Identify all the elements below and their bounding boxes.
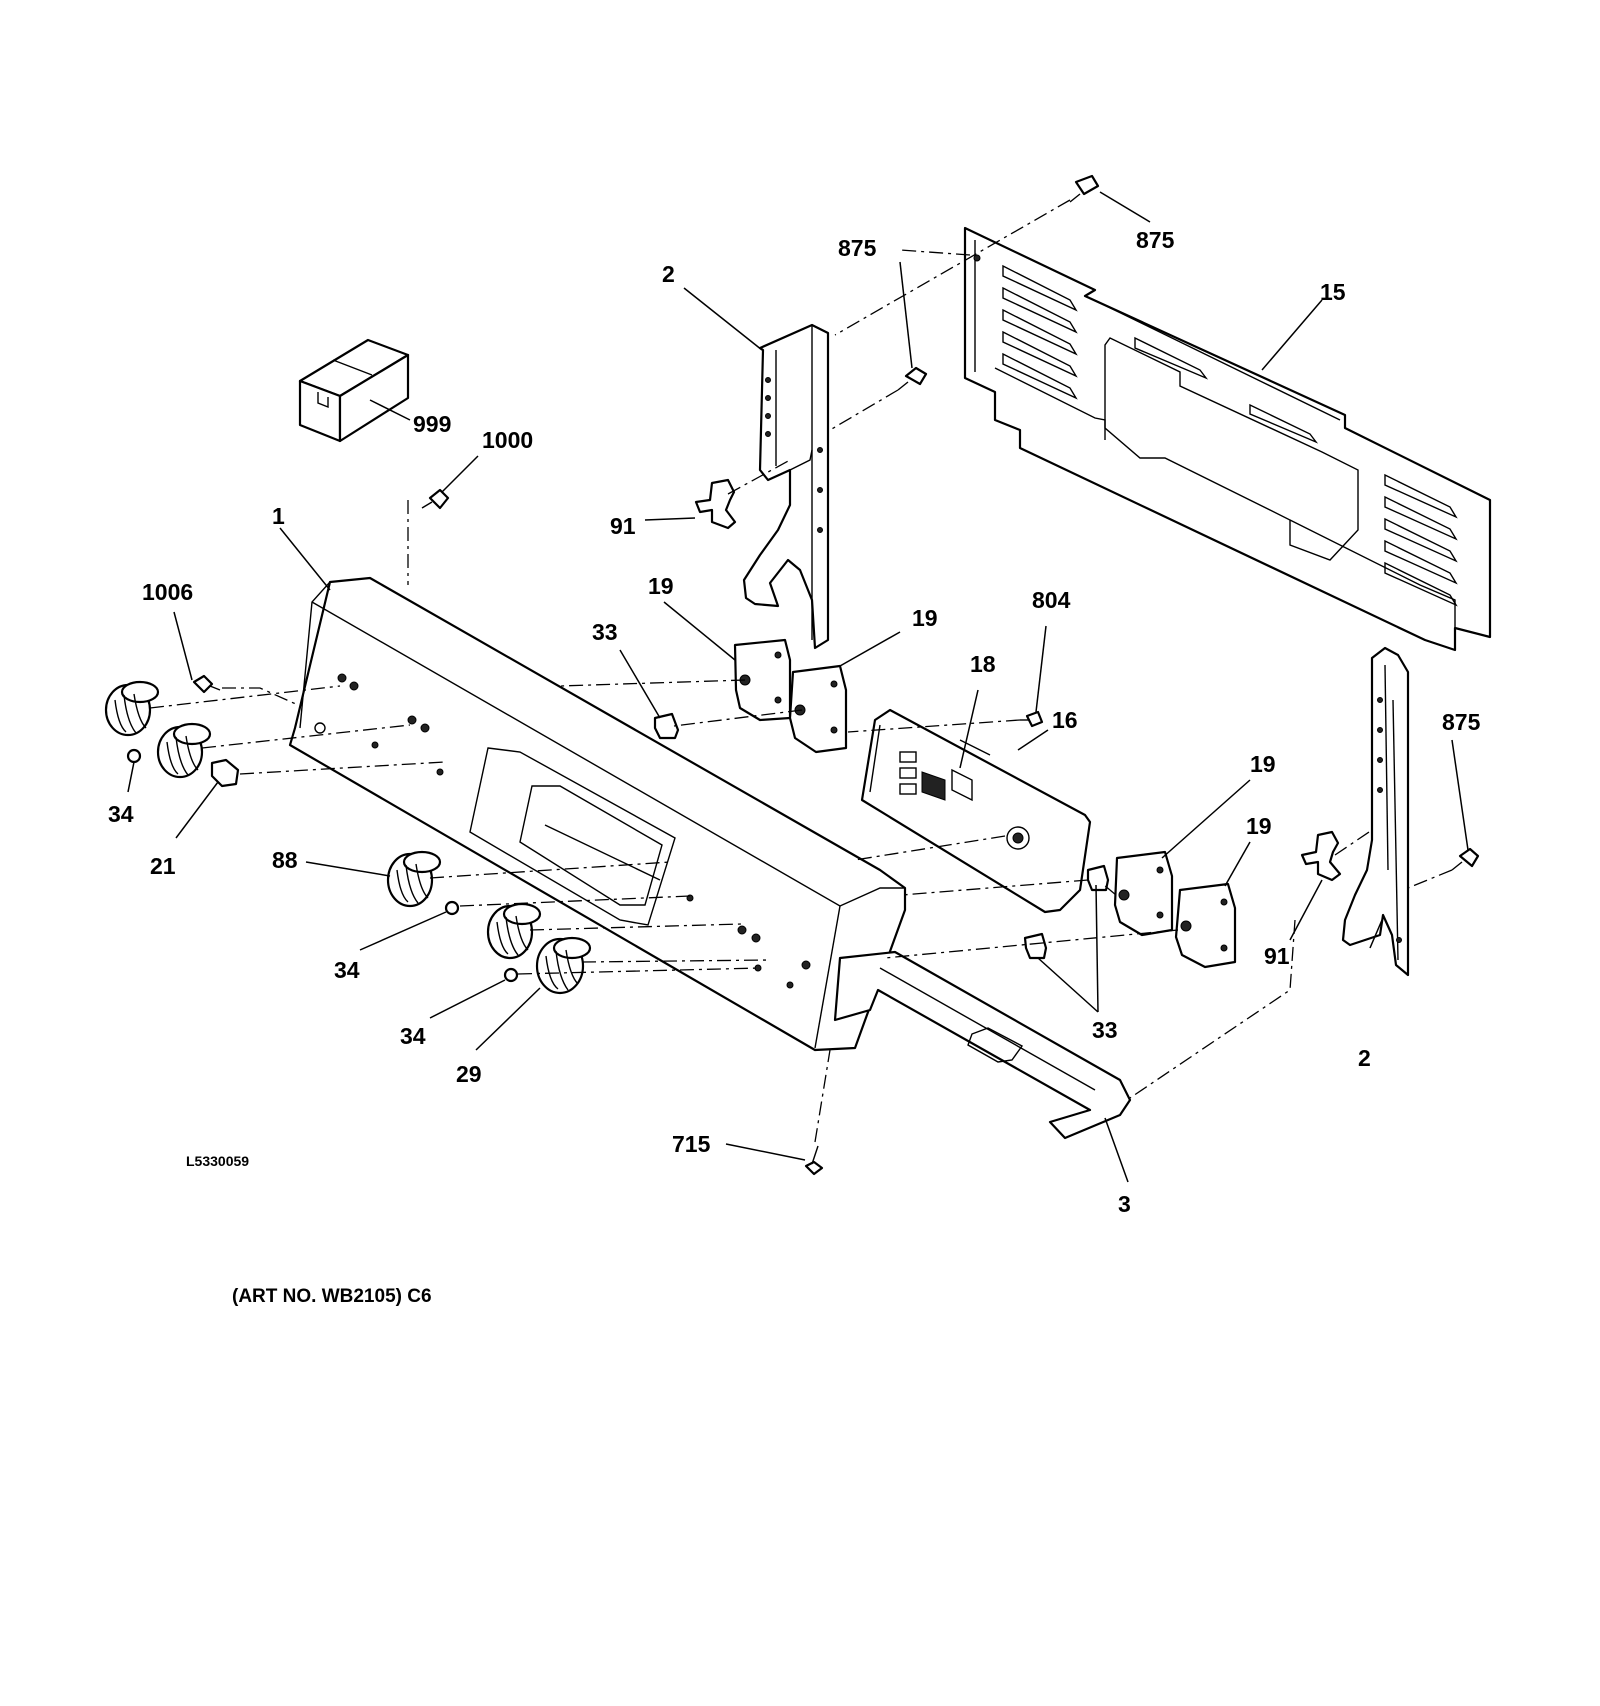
knob-lower-center [486, 902, 542, 960]
part-19-switch-d [1174, 882, 1237, 969]
screw-715 [804, 1145, 824, 1176]
part-2-left-side-bracket [742, 323, 830, 650]
assembly-lines [149, 199, 1453, 1143]
part-21-rocker [210, 758, 240, 788]
part-91-right-clip [1300, 830, 1342, 882]
back-panel-vents-left [1002, 264, 1078, 400]
callout-1006: 1006 [142, 579, 193, 605]
part-91-left-clip [694, 478, 737, 530]
callout-29: 29 [456, 1061, 482, 1087]
callout-3: 3 [1118, 1191, 1131, 1217]
screw-1000 [421, 488, 450, 510]
screw-804 [1020, 710, 1044, 728]
screw-875-mid [897, 366, 928, 391]
callout-15: 15 [1320, 279, 1346, 305]
part-33-clip-top [653, 712, 680, 740]
callout-804: 804 [1032, 587, 1071, 613]
leader-lines [127, 191, 1469, 1183]
right-bracket-holes [1377, 697, 1402, 943]
left-bracket-holes [765, 377, 823, 533]
panel-dials [314, 673, 811, 989]
drawing-code: L5330059 [186, 1153, 249, 1169]
part-19-switch-c [1113, 850, 1174, 937]
callout-88: 88 [272, 847, 298, 873]
callout-34-c: 34 [400, 1023, 426, 1049]
callout-1000: 1000 [482, 427, 533, 453]
callout-2-top: 2 [662, 261, 675, 287]
part-19-switch-b [788, 664, 848, 754]
callout-91-left: 91 [610, 513, 636, 539]
callout-19-b: 19 [912, 605, 938, 631]
part-15-back-panel [963, 226, 1492, 652]
art-number: (ART NO. WB2105) C6 [232, 1286, 432, 1307]
part-33-clip-bottom [1023, 932, 1048, 960]
nut-34-a [126, 748, 142, 764]
part-999-box [298, 338, 410, 443]
callout-875-right: 875 [1442, 709, 1481, 735]
screw-1006 [192, 674, 221, 694]
knob-left-2 [156, 722, 212, 779]
callout-875-mid: 875 [838, 235, 877, 261]
part-1-control-panel [288, 576, 907, 1052]
callout-2-right: 2 [1358, 1045, 1371, 1071]
callout-715: 715 [672, 1131, 711, 1157]
back-panel-vents-right [1384, 473, 1458, 607]
callout-34-b: 34 [334, 957, 360, 983]
part-2-right-side-bracket [1341, 646, 1410, 977]
back-panel-vents-mid [1134, 336, 1319, 444]
part-19-switch-a [733, 638, 792, 722]
callout-19-d: 19 [1246, 813, 1272, 839]
callout-875-top: 875 [1136, 227, 1175, 253]
part-16-clock-board [860, 708, 1092, 914]
callout-18: 18 [970, 651, 996, 677]
callout-19-a: 19 [648, 573, 674, 599]
part-3-lower-trim [833, 950, 1132, 1140]
callout-1: 1 [272, 503, 285, 529]
callout-19-c: 19 [1250, 751, 1276, 777]
knob-88 [386, 850, 442, 908]
callout-33-top: 33 [592, 619, 618, 645]
nut-34-c [503, 967, 519, 983]
nut-34-b [444, 900, 460, 916]
callout-999: 999 [413, 411, 451, 437]
screw-875-top [1069, 174, 1100, 203]
knob-top-left [104, 680, 160, 737]
screw-875-right [1451, 847, 1480, 871]
callout-91-right: 91 [1264, 943, 1290, 969]
callout-16: 16 [1052, 707, 1078, 733]
callout-21: 21 [150, 853, 176, 879]
knob-29 [535, 936, 592, 995]
callout-numbers: 875 875 875 2 2 15 999 1000 91 91 1 1006… [108, 227, 1481, 1217]
callout-33-bottom: 33 [1092, 1017, 1118, 1043]
callout-34-a: 34 [108, 801, 134, 827]
